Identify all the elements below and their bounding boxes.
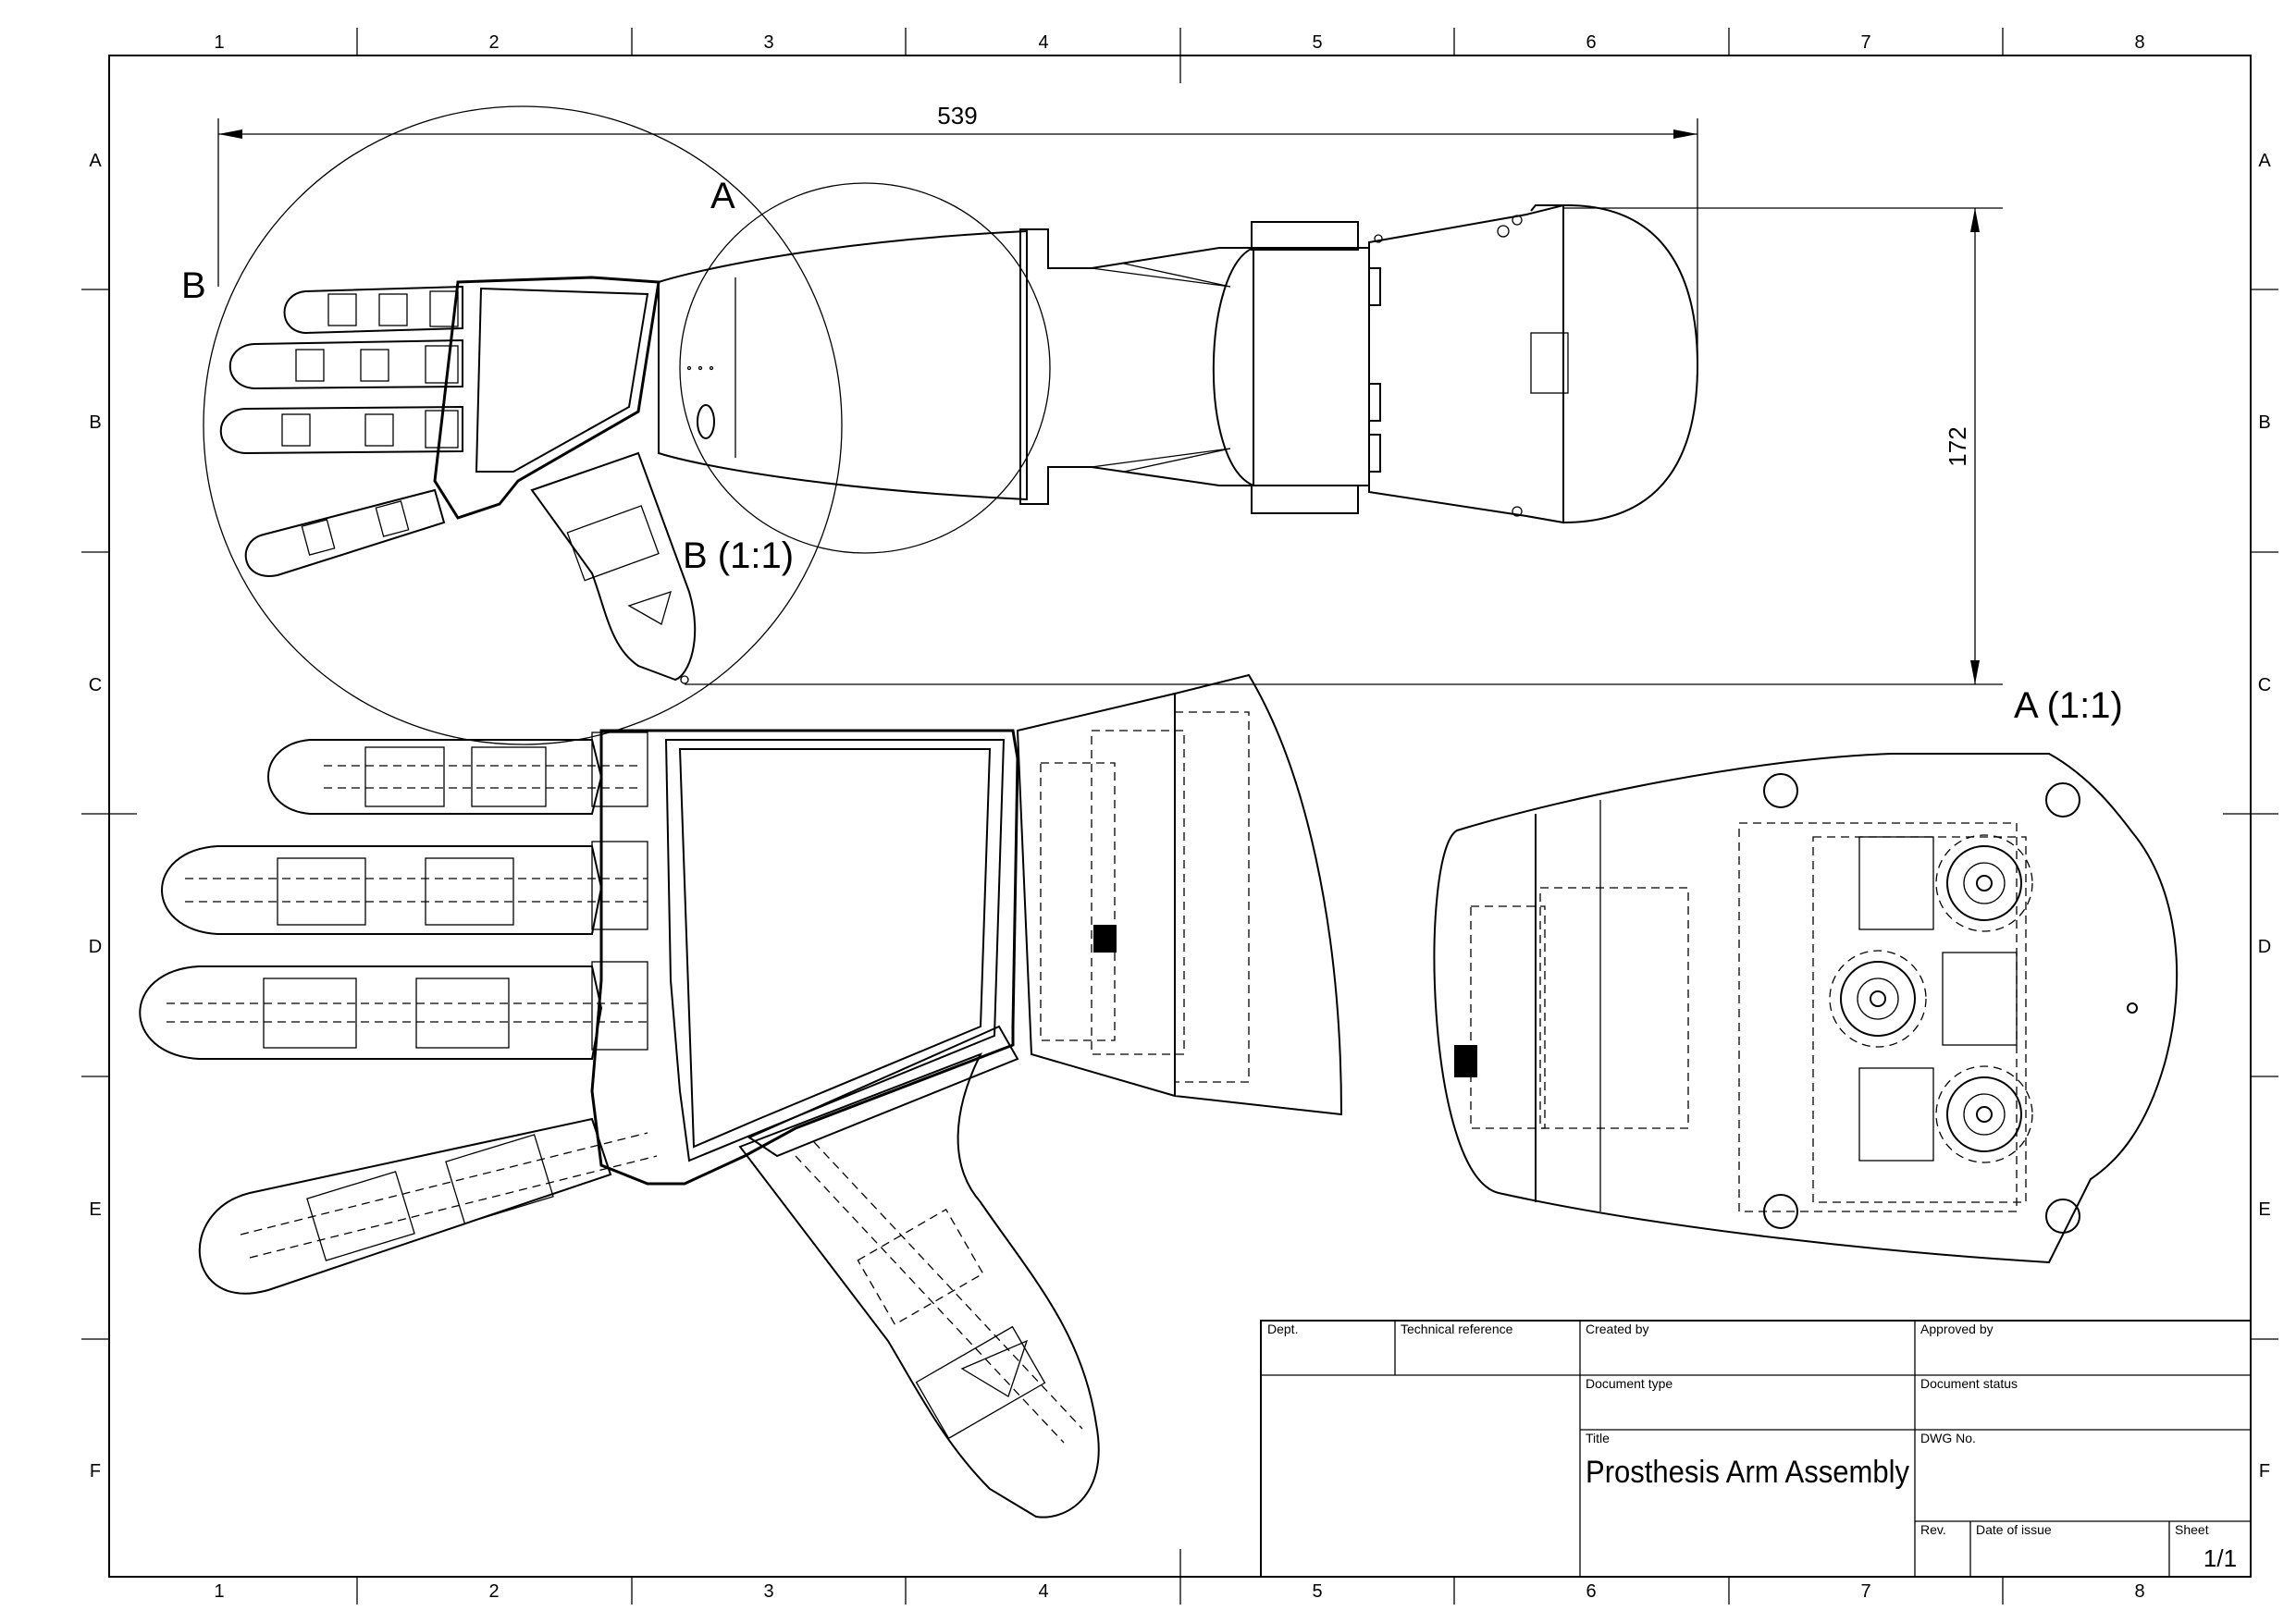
- finger-middle: [228, 338, 463, 390]
- zone-row-c-right: C: [2258, 675, 2271, 695]
- forearm-shell: [658, 229, 1028, 501]
- detail-b-finger-index: [267, 732, 648, 815]
- detail-b-finger-ring: [139, 961, 648, 1060]
- zone-row-b-right: B: [2258, 412, 2270, 433]
- detail-circle-b: [203, 105, 843, 745]
- title-block: Dept. Technical reference Created by App…: [1260, 1320, 2252, 1578]
- view-label-a: A (1:1): [2014, 685, 2123, 726]
- zone-col-3-bottom: 3: [763, 1581, 773, 1602]
- detail-label-a: A: [710, 176, 735, 216]
- zone-col-5-bottom: 5: [1312, 1581, 1322, 1602]
- zone-row-e: E: [89, 1199, 101, 1220]
- zone-col-3: 3: [763, 32, 773, 53]
- dimension-height: 172: [685, 207, 2003, 685]
- technical-reference-label: Technical reference: [1401, 1322, 1513, 1336]
- palm-outline: [433, 276, 660, 520]
- dimension-height-value: 172: [1944, 426, 1971, 466]
- zone-col-6-bottom: 6: [1586, 1581, 1596, 1602]
- drawing-title: Prosthesis Arm Assembly: [1586, 1455, 1909, 1490]
- document-status-label: Document status: [1920, 1376, 2018, 1391]
- rev-label: Rev.: [1920, 1522, 1946, 1537]
- finger-little: [244, 488, 446, 577]
- zone-col-1: 1: [214, 32, 224, 53]
- zone-row-c: C: [89, 675, 102, 695]
- zone-column-labels-top: 1 2 3 4 5 6 7 8: [214, 32, 2144, 53]
- dwg-no-label: DWG No.: [1920, 1431, 1976, 1445]
- drawing-frame: [108, 55, 2252, 1578]
- detail-b-finger-middle: [161, 841, 648, 935]
- zone-col-4: 4: [1038, 32, 1048, 53]
- zone-row-f: F: [90, 1461, 101, 1482]
- zone-ticks: [81, 28, 2278, 1605]
- approved-by-label: Approved by: [1920, 1322, 1994, 1336]
- thumb: [530, 451, 697, 684]
- zone-row-d-right: D: [2258, 937, 2271, 957]
- overall-arm-view: 539 172 A B B (1:1) A (1:1): [181, 102, 2123, 745]
- servo-gear-1: [1935, 834, 2033, 932]
- zone-row-e-right: E: [2258, 1199, 2270, 1220]
- title-label: Title: [1586, 1431, 1610, 1445]
- zone-col-2: 2: [488, 32, 499, 53]
- dimension-length: 539: [217, 102, 1698, 365]
- detail-circle-a: [679, 182, 1051, 554]
- zone-col-7-bottom: 7: [1860, 1581, 1870, 1602]
- zone-col-1-bottom: 1: [214, 1581, 224, 1602]
- detail-b-palm: [590, 729, 1019, 1186]
- zone-row-labels-left: A B C D E F: [89, 151, 103, 1482]
- servo-gear-3: [1935, 1065, 2033, 1163]
- detail-a-outline: [1433, 753, 2179, 1264]
- finger-index: [283, 285, 463, 335]
- dept-label: Dept.: [1267, 1322, 1298, 1336]
- zone-column-labels-bottom: 1 2 3 4 5 6 7 8: [214, 1581, 2144, 1602]
- zone-col-2-bottom: 2: [488, 1581, 499, 1602]
- date-of-issue-label: Date of issue: [1976, 1522, 2052, 1537]
- document-type-label: Document type: [1586, 1376, 1673, 1391]
- sheet-number: 1/1: [2203, 1544, 2237, 1572]
- zone-row-d: D: [89, 937, 102, 957]
- zone-row-b: B: [89, 412, 101, 433]
- zone-row-labels-right: A B C D E F: [2258, 151, 2272, 1482]
- zone-col-4-bottom: 4: [1038, 1581, 1048, 1602]
- detail-b-wrist: [1016, 673, 1343, 1116]
- view-label-b: B (1:1): [683, 535, 794, 576]
- finger-ring: [219, 405, 463, 455]
- detail-b-finger-little: [198, 1117, 658, 1295]
- zone-col-5: 5: [1312, 32, 1322, 53]
- zone-col-6: 6: [1586, 32, 1596, 53]
- detail-label-b: B: [181, 265, 206, 306]
- dimension-length-value: 539: [937, 102, 977, 129]
- zone-col-8-bottom: 8: [2134, 1581, 2144, 1602]
- detail-b-thumb: [738, 1052, 1100, 1518]
- zone-row-a-right: A: [2258, 151, 2271, 171]
- created-by-label: Created by: [1586, 1322, 1648, 1336]
- servo-gear-2: [1829, 950, 1927, 1048]
- zone-row-f-right: F: [2259, 1461, 2270, 1482]
- detail-b-hand-view: [139, 673, 1343, 1518]
- zone-row-a: A: [89, 151, 102, 171]
- zone-col-8: 8: [2134, 32, 2144, 53]
- sheet-label: Sheet: [2175, 1522, 2209, 1537]
- detail-a-socket-view: [1433, 753, 2179, 1264]
- zone-col-7: 7: [1860, 32, 1870, 53]
- socket-housing: [1212, 247, 1370, 486]
